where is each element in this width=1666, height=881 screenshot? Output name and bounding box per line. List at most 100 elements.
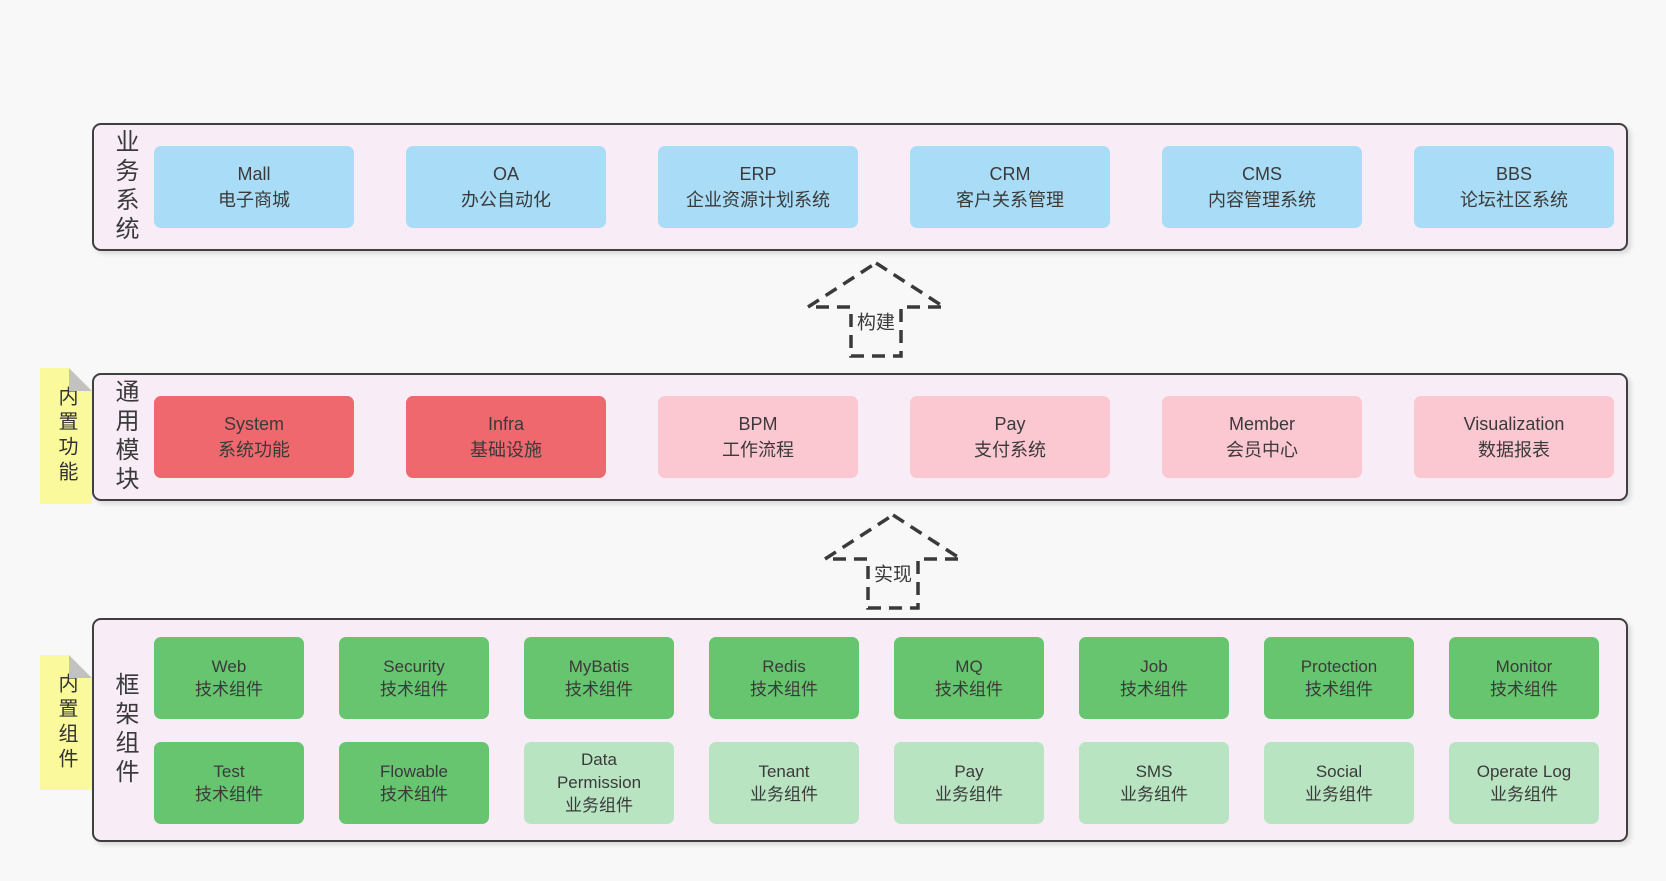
box-name: Member — [1228, 414, 1295, 434]
box-name: Monitor — [1495, 656, 1553, 676]
module-erp: ERP 企业资源计划系统 — [658, 146, 858, 228]
module-member: Member 会员中心 — [1162, 396, 1362, 478]
box-name: Security — [383, 656, 445, 676]
box-name: MQ — [955, 656, 983, 676]
component-mybatis: MyBatis 技术组件 — [524, 636, 674, 719]
module-system: System 系统功能 — [154, 396, 354, 478]
box-desc: 技术组件 — [1490, 679, 1558, 699]
module-infra: Infra 基础设施 — [406, 396, 606, 478]
box-name: Web — [211, 656, 247, 676]
component-web: Web 技术组件 — [154, 636, 304, 719]
arrow-implement: 实现 — [823, 512, 963, 610]
box-desc: 业务组件 — [935, 784, 1003, 804]
band-business-systems: 业务系统 Mall 电子商城 OA 办公自动化 ERP 企业资源计划系统 CRM… — [92, 123, 1628, 251]
box-name: Data Permission — [556, 750, 642, 792]
box-name: Protection — [1300, 656, 1378, 676]
box-name: Flowable — [379, 761, 449, 781]
band-framework-components: 框架组件 Web 技术组件 Security 技术组件 MyBatis 技术组件… — [92, 618, 1628, 842]
module-visualization: Visualization 数据报表 — [1414, 396, 1614, 478]
box-desc: 技术组件 — [195, 679, 263, 699]
box-name: Tenant — [758, 761, 810, 781]
module-oa: OA 办公自动化 — [406, 146, 606, 228]
module-cms: CMS 内容管理系统 — [1162, 146, 1362, 228]
box-name: BPM — [738, 414, 778, 434]
band-label-business-systems: 业务系统 — [111, 129, 138, 245]
box-desc: 基础设施 — [470, 440, 542, 460]
band-framework-rows: Web 技术组件 Security 技术组件 MyBatis 技术组件 Redi… — [154, 636, 1626, 824]
component-protection: Protection 技术组件 — [1264, 636, 1414, 719]
arrow-implement-label: 实现 — [870, 559, 916, 587]
box-desc: 技术组件 — [195, 784, 263, 804]
component-job: Job 技术组件 — [1079, 636, 1229, 719]
box-desc: 会员中心 — [1226, 440, 1298, 460]
note-text: 内置组件 — [55, 672, 77, 773]
box-desc: 业务组件 — [750, 784, 818, 804]
module-pay: Pay 支付系统 — [910, 396, 1110, 478]
box-desc: 技术组件 — [380, 784, 448, 804]
business-box-row: Mall 电子商城 OA 办公自动化 ERP 企业资源计划系统 CRM 客户关系… — [154, 146, 1626, 228]
folded-corner-icon — [69, 368, 92, 391]
component-security: Security 技术组件 — [339, 636, 489, 719]
component-social: Social 业务组件 — [1264, 741, 1414, 824]
sticky-note-built-in-features: 内置功能 — [40, 368, 92, 504]
box-name: CMS — [1242, 164, 1282, 184]
sticky-note-built-in-components: 内置组件 — [40, 655, 92, 790]
band-label-framework-components: 框架组件 — [111, 672, 138, 788]
box-name: Visualization — [1463, 414, 1565, 434]
box-desc: 业务组件 — [565, 796, 633, 815]
component-redis: Redis 技术组件 — [709, 636, 859, 719]
box-desc: 支付系统 — [974, 440, 1046, 460]
framework-box-row-2: Test 技术组件 Flowable 技术组件 Data Permission … — [154, 741, 1626, 824]
box-name: Pay — [994, 414, 1026, 434]
box-name: Redis — [762, 656, 806, 676]
band-common-modules: 通用模块 System 系统功能 Infra 基础设施 BPM 工作流程 Pay… — [92, 373, 1628, 501]
box-name: MyBatis — [568, 656, 630, 676]
component-pay: Pay 业务组件 — [894, 741, 1044, 824]
note-text: 内置功能 — [55, 386, 77, 486]
box-name: Mall — [237, 164, 271, 184]
folded-corner-icon — [69, 655, 92, 678]
up-arrow-dashed-icon — [806, 260, 946, 358]
box-name: ERP — [739, 164, 777, 184]
module-mall: Mall 电子商城 — [154, 146, 354, 228]
box-name: Test — [213, 761, 245, 781]
box-desc: 技术组件 — [1120, 679, 1188, 699]
box-desc: 技术组件 — [750, 679, 818, 699]
band-business-rows: Mall 电子商城 OA 办公自动化 ERP 企业资源计划系统 CRM 客户关系… — [154, 146, 1626, 228]
module-crm: CRM 客户关系管理 — [910, 146, 1110, 228]
box-desc: 业务组件 — [1490, 784, 1558, 804]
box-name: Social — [1315, 761, 1363, 781]
box-name: Job — [1140, 656, 1168, 676]
box-name: Operate Log — [1476, 761, 1572, 781]
box-desc: 业务组件 — [1305, 784, 1373, 804]
box-desc: 内容管理系统 — [1208, 190, 1316, 210]
band-modules-rows: System 系统功能 Infra 基础设施 BPM 工作流程 Pay 支付系统… — [154, 396, 1626, 478]
module-bbs: BBS 论坛社区系统 — [1414, 146, 1614, 228]
box-desc: 数据报表 — [1478, 440, 1550, 460]
box-name: CRM — [989, 164, 1031, 184]
box-desc: 技术组件 — [1305, 679, 1373, 699]
component-flowable: Flowable 技术组件 — [339, 741, 489, 824]
box-desc: 技术组件 — [935, 679, 1003, 699]
band-label-common-modules: 通用模块 — [111, 379, 138, 495]
box-name: BBS — [1495, 164, 1533, 184]
box-desc: 办公自动化 — [461, 190, 551, 210]
box-desc: 技术组件 — [565, 679, 633, 699]
box-desc: 系统功能 — [218, 440, 290, 460]
box-desc: 工作流程 — [722, 440, 794, 460]
module-bpm: BPM 工作流程 — [658, 396, 858, 478]
framework-box-row-1: Web 技术组件 Security 技术组件 MyBatis 技术组件 Redi… — [154, 636, 1626, 719]
component-mq: MQ 技术组件 — [894, 636, 1044, 719]
box-name: Pay — [954, 761, 984, 781]
modules-box-row: System 系统功能 Infra 基础设施 BPM 工作流程 Pay 支付系统… — [154, 396, 1626, 478]
component-monitor: Monitor 技术组件 — [1449, 636, 1599, 719]
arrow-build-label: 构建 — [853, 307, 899, 335]
box-desc: 业务组件 — [1120, 784, 1188, 804]
box-desc: 企业资源计划系统 — [686, 190, 830, 210]
box-desc: 电子商城 — [218, 190, 290, 210]
component-test: Test 技术组件 — [154, 741, 304, 824]
box-name: OA — [492, 164, 519, 184]
box-desc: 技术组件 — [380, 679, 448, 699]
arrow-build: 构建 — [806, 260, 946, 358]
